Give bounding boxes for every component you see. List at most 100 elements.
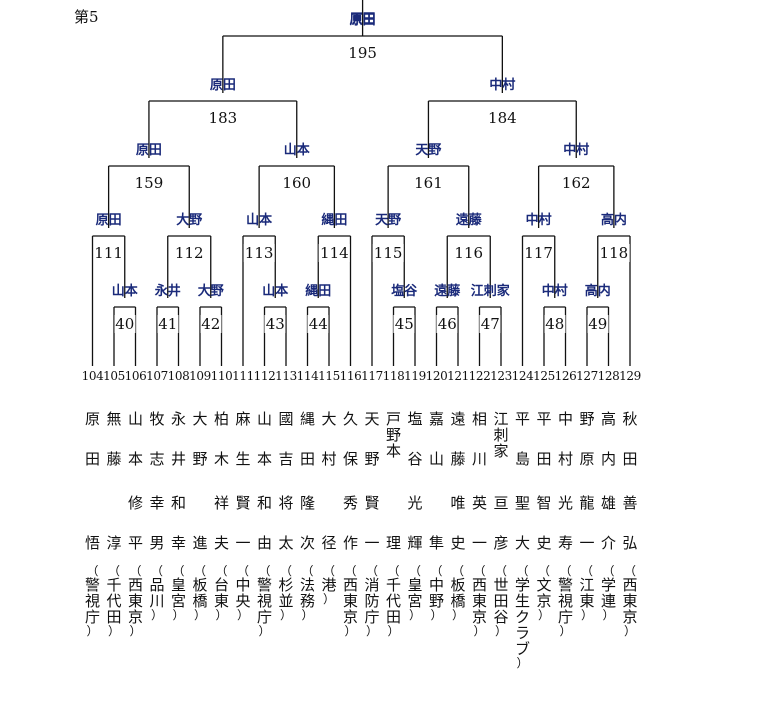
given-char: 和 xyxy=(170,494,186,512)
org-char: 中 xyxy=(235,576,251,594)
org-char: 橋 xyxy=(192,592,208,610)
org-char: 西 xyxy=(127,576,143,594)
org-char: ） xyxy=(150,608,163,622)
given-char: 光 xyxy=(557,494,573,512)
org-char: ） xyxy=(344,624,357,638)
winner-label: 大野 xyxy=(176,213,203,228)
given-char: 祥 xyxy=(213,494,229,512)
seed-number: 123 xyxy=(490,369,512,383)
match-number: 162 xyxy=(560,174,592,192)
seed-number: 110 xyxy=(210,369,233,383)
surname-char: 島 xyxy=(514,450,530,468)
given-char: 進 xyxy=(192,534,208,552)
player-entry: 麻生賢一（中央） xyxy=(231,411,255,681)
org-char: ） xyxy=(537,608,550,622)
match-number: 159 xyxy=(133,174,165,192)
org-char: （ xyxy=(150,564,163,578)
org-char: 京 xyxy=(622,608,638,626)
match-number: 183 xyxy=(207,109,239,127)
org-char: 東 xyxy=(471,592,487,610)
surname-char: 柏 xyxy=(213,410,229,428)
given-char: 聖 xyxy=(514,494,530,512)
match-number: 40 xyxy=(114,315,136,333)
given-char: 智 xyxy=(536,494,552,512)
org-char: 谷 xyxy=(493,608,509,626)
winner-label: 天野 xyxy=(375,213,402,228)
org-char: ） xyxy=(258,624,271,638)
seed-number: 121 xyxy=(447,369,469,383)
org-char: （ xyxy=(258,564,271,578)
org-char: （ xyxy=(387,564,400,578)
surname-char: 本 xyxy=(127,450,143,468)
match-number: 117 xyxy=(523,244,554,262)
org-char: （ xyxy=(236,564,249,578)
given-char: 夫 xyxy=(213,534,229,552)
page-label: 第5 xyxy=(74,8,99,26)
seed-number: 114 xyxy=(296,369,319,383)
surname-char: 牧 xyxy=(149,410,165,428)
champion-label: 原田 xyxy=(349,12,376,27)
org-char: 京 xyxy=(471,608,487,626)
org-char: 視 xyxy=(84,592,100,610)
given-char: 理 xyxy=(385,534,401,552)
match-number: 195 xyxy=(347,44,378,62)
match-number: 44 xyxy=(307,315,329,333)
org-char: ） xyxy=(473,624,486,638)
org-char: 京 xyxy=(536,592,552,610)
org-char: 台 xyxy=(213,576,229,594)
given-char: 隼 xyxy=(428,534,444,552)
surname-char: 遠 xyxy=(450,410,466,428)
tournament-bracket xyxy=(91,0,631,366)
winner-label: 高内 xyxy=(584,284,611,299)
org-char: 東 xyxy=(579,592,595,610)
winner-label: 山本 xyxy=(111,284,138,299)
match-number: 49 xyxy=(587,315,609,333)
surname-char: 高 xyxy=(600,410,616,428)
org-char: （ xyxy=(365,564,378,578)
surname-char: 縄 xyxy=(299,410,315,428)
surname-char: 村 xyxy=(557,450,573,468)
match-number: 160 xyxy=(281,174,313,192)
surname-char: 相 xyxy=(471,410,487,428)
winner-label: 永井 xyxy=(154,284,181,299)
seed-number: 128 xyxy=(597,369,620,383)
match-number: 41 xyxy=(157,315,179,333)
given-char: 賢 xyxy=(235,494,251,512)
seed-number: 108 xyxy=(167,369,190,383)
org-char: （ xyxy=(193,564,206,578)
player-entry: 野原龍一（江東） xyxy=(575,411,599,681)
player-entry: 國吉将太（杉並） xyxy=(274,411,298,681)
seed-number: 106 xyxy=(124,369,147,383)
org-char: 宮 xyxy=(170,592,186,610)
org-char: 川 xyxy=(149,592,165,610)
surname-char: 井 xyxy=(170,450,186,468)
given-char: 平 xyxy=(127,534,143,552)
org-char: ） xyxy=(430,608,443,622)
player-entry: 高内雄介（学連） xyxy=(597,411,621,681)
org-char: 皇 xyxy=(170,576,186,594)
seed-number: 129 xyxy=(619,369,641,383)
org-char: 千 xyxy=(106,576,122,594)
surname-char: 本 xyxy=(385,442,401,460)
given-char: 和 xyxy=(256,494,272,512)
surname-char: 無 xyxy=(106,410,122,428)
org-char: 港 xyxy=(321,576,337,594)
winner-label: 天野 xyxy=(415,143,442,158)
org-char: 東 xyxy=(622,592,638,610)
given-char: 寿 xyxy=(557,534,573,552)
player-entry: 平島聖大（学生クラブ） xyxy=(511,411,535,681)
player-entry: 牧志幸男（品川） xyxy=(145,411,169,681)
org-char: （ xyxy=(172,564,185,578)
winner-label: 原田 xyxy=(349,13,376,28)
org-char: ） xyxy=(580,608,593,622)
org-char: 世 xyxy=(493,576,509,594)
winner-label: 江刺家 xyxy=(470,284,510,299)
given-char: 幸 xyxy=(170,534,186,552)
winner-label: 山本 xyxy=(283,143,310,158)
surname-char: 山 xyxy=(127,410,143,428)
player-entry: 秋田善弘（西東京） xyxy=(618,411,642,681)
given-char: 隆 xyxy=(299,494,315,512)
surname-char: 天 xyxy=(364,410,380,428)
surname-char: 原 xyxy=(579,450,595,468)
surname-char: 塩 xyxy=(407,410,423,428)
